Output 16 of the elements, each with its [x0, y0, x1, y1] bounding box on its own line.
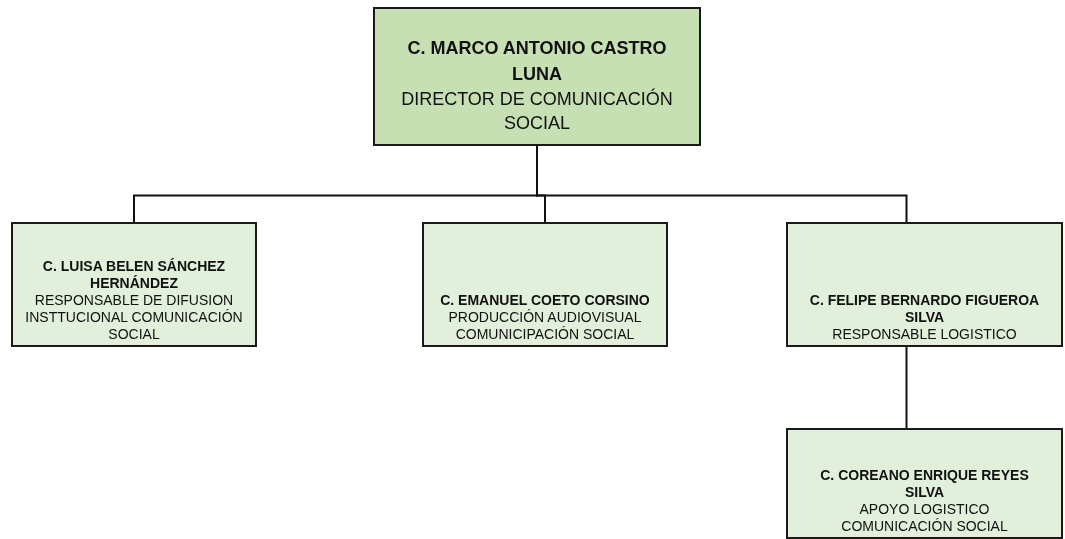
director-box	[373, 7, 701, 146]
person-name: C. LUISA BELEN SÁNCHEZ HERNÁNDEZ	[41, 258, 227, 292]
person-name: C. EMANUEL COETO CORSINO	[440, 292, 650, 309]
job-title: RESPONSABLE DE DIFUSION INSTTUCIONAL COMUNICACIÓN SOCIAL	[24, 292, 244, 343]
connector-line	[905, 346, 908, 429]
person-name: C. MARCO ANTONIO CASTRO LUNA	[406, 36, 668, 86]
job-title: PRODUCCIÓN AUDIOVISUAL COMUNICIPACIÓN SOCIAL	[447, 309, 643, 343]
job-title: APOYO LOGISTICO COMUNICACIÓN SOCIAL	[840, 501, 1009, 535]
staff-box	[11, 222, 257, 347]
person-name: C. FELIPE BERNARDO FIGUEROA SILVA	[808, 292, 1041, 326]
staff-box	[422, 222, 668, 347]
job-title: RESPONSABLE LOGISTICO	[832, 326, 1017, 343]
staff-box	[786, 222, 1063, 347]
staff-box	[786, 428, 1063, 539]
job-title: DIRECTOR DE COMUNICACIÓN SOCIAL	[400, 87, 674, 135]
person-name: C. COREANO ENRIQUE REYES SILVA	[819, 467, 1030, 501]
